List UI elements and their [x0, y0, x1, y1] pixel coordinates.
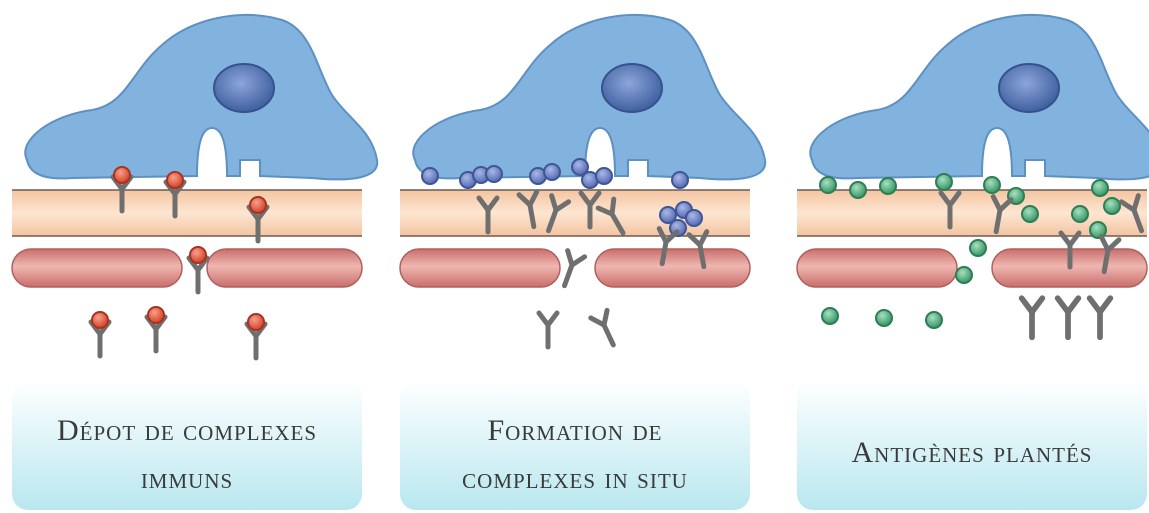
antigen-sphere-icon: [114, 167, 130, 183]
antigen-sphere-icon: [596, 168, 612, 184]
antigen-sphere-icon: [486, 166, 502, 182]
antigen-sphere-icon: [956, 267, 972, 283]
antibody-y-icon: [591, 310, 622, 348]
nucleus: [999, 64, 1059, 112]
antigen-sphere-icon: [822, 308, 838, 324]
antigen-sphere-icon: [686, 210, 702, 226]
endothelial-cell-right: [207, 249, 362, 287]
nucleus: [214, 64, 274, 112]
antigen-sphere-icon: [1022, 206, 1038, 222]
antigen-sphere-icon: [850, 182, 866, 198]
antigen-sphere-icon: [148, 307, 164, 323]
panel-caption-line: Dépot de complexes: [57, 414, 317, 447]
antigen-sphere-icon: [190, 247, 206, 263]
antigen-sphere-icon: [926, 312, 942, 328]
panel-caption: Formation de complexes in situ: [400, 380, 750, 510]
antigen-sphere-icon: [970, 240, 986, 256]
antigen-sphere-icon: [876, 310, 892, 326]
antigen-sphere-icon: [92, 312, 108, 328]
podocyte-cell: [413, 15, 765, 179]
endothelial-cell-left: [797, 249, 957, 287]
endothelial-cell-left: [12, 249, 182, 287]
panel-caption: Dépot de complexes immuns: [12, 380, 362, 510]
panel-caption-line: complexes in situ: [462, 462, 688, 495]
antigen-sphere-icon: [544, 164, 560, 180]
panel-planted-antigens: [797, 15, 1149, 337]
podocyte-cell: [810, 15, 1149, 179]
antigen-sphere-icon: [1104, 198, 1120, 214]
antigen-sphere-icon: [936, 174, 952, 190]
antigen-sphere-icon: [1092, 180, 1108, 196]
panel-in-situ-formation: [400, 15, 765, 349]
antigen-sphere-icon: [1090, 222, 1106, 238]
endothelial-cell-left: [400, 249, 560, 287]
podocyte-cell: [25, 15, 377, 179]
endothelial-cell-right: [595, 249, 750, 287]
panel-caption-line: Antigènes plantés: [852, 436, 1093, 469]
antigen-sphere-icon: [248, 314, 264, 330]
panel-caption-line: immuns: [141, 462, 233, 495]
antigen-sphere-icon: [250, 197, 266, 213]
antibody-y-icon: [1090, 298, 1111, 337]
basement-membrane: [12, 190, 362, 236]
nucleus: [602, 64, 662, 112]
antigen-sphere-icon: [1072, 206, 1088, 222]
antigen-sphere-icon: [820, 177, 836, 193]
antigen-sphere-icon: [672, 172, 688, 188]
antigen-sphere-icon: [880, 178, 896, 194]
panel-immune-complex-deposit: [12, 15, 377, 358]
panel-caption: Antigènes plantés: [797, 380, 1147, 510]
panel-caption-line: Formation de: [487, 414, 662, 447]
antigen-sphere-icon: [984, 177, 1000, 193]
antibody-y-icon: [539, 313, 557, 347]
antigen-sphere-icon: [422, 168, 438, 184]
antibody-y-icon: [1058, 298, 1079, 337]
antibody-y-icon: [1022, 298, 1043, 337]
antigen-sphere-icon: [167, 172, 183, 188]
